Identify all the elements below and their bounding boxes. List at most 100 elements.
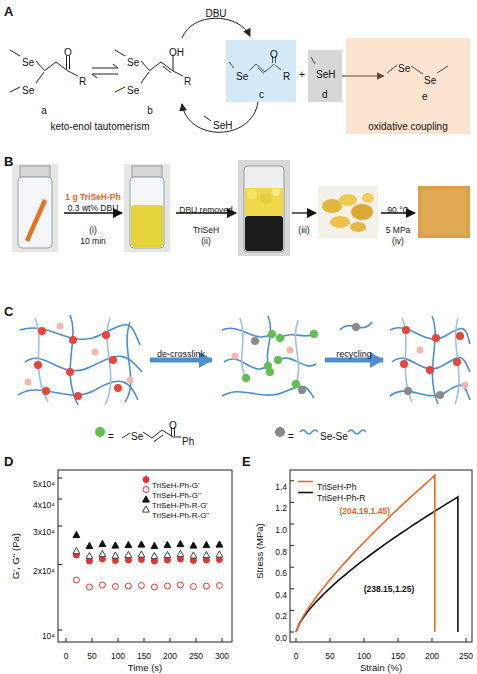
node-text: d (322, 89, 328, 100)
text-holder: 0.3 wt% DBU (68, 197, 119, 215)
data-curve (296, 475, 435, 632)
data-point (216, 583, 222, 589)
axis-tick: 0.6 (275, 569, 287, 578)
text-holder: 200 (163, 645, 177, 663)
data-point (164, 551, 171, 557)
network-strands (402, 318, 412, 402)
data-point (138, 541, 145, 547)
data-point (73, 577, 79, 583)
text-holder: Time (s) (128, 657, 162, 674)
text-holder: 100 (357, 645, 371, 663)
text-holder: (ii) (201, 230, 210, 248)
photo-vial-1 (25, 199, 47, 242)
text-holder: B (4, 152, 13, 170)
label: O (169, 420, 177, 431)
axis-tick: 5x10⁴ (33, 480, 55, 489)
text-holder: 1.2 (275, 497, 287, 515)
crosslink-dots (251, 337, 259, 345)
node-text: Se (424, 75, 436, 86)
label: Se (131, 431, 143, 442)
text-holder: SeH (213, 115, 232, 133)
crosslink-dots (274, 356, 282, 364)
network-strands (340, 322, 372, 330)
legend-marker (143, 477, 149, 483)
label: Se (127, 85, 139, 96)
photo-crumbs (350, 222, 366, 232)
photo-crumbs (339, 194, 357, 206)
chart-axes-d (58, 478, 222, 642)
crosslink-dots (268, 330, 276, 338)
legend-text: TriSeH-Ph-G' (152, 482, 199, 491)
axis-tick: 3x10⁴ (33, 528, 55, 537)
axis-tick: 300 (215, 652, 229, 661)
axis-tick: 0 (64, 652, 69, 661)
photo-vial-1 (12, 164, 58, 252)
step-note: 5 MPa (386, 226, 411, 235)
network-strands (278, 358, 316, 366)
text-holder: 0.0 (275, 627, 287, 645)
crosslink-dots (25, 323, 469, 401)
text-holder: 1.4 (275, 476, 287, 494)
photo-vial-2 (124, 164, 170, 252)
chem-bonds (204, 116, 211, 121)
text-holder: 10 min (80, 230, 106, 248)
text-holder: O (169, 415, 177, 433)
product-group: SeSee (384, 48, 462, 104)
crosslink-dots (66, 368, 74, 376)
text-holder: 0.8 (275, 541, 287, 559)
legend-text: TriSeH-Ph-R-G' (152, 502, 208, 511)
crosslink-dots (426, 366, 434, 374)
photo-vial-2 (132, 166, 162, 177)
reaction-arrows (92, 74, 118, 78)
data-point (138, 583, 144, 589)
axis-tick: 0.4 (275, 591, 287, 600)
node-text: e (422, 91, 428, 102)
text-holder: R (79, 71, 86, 89)
network-strands (18, 315, 470, 405)
legend-structures (95, 427, 105, 437)
data-point (73, 547, 80, 553)
text-holder: Se-Se (320, 426, 348, 444)
text-holder: 10⁴ (42, 625, 55, 643)
panel-letter: E (242, 455, 251, 469)
text-holder: 250 (459, 645, 473, 663)
text-holder: 250 (189, 645, 203, 663)
label: Ph (182, 436, 194, 447)
data-point (216, 551, 223, 557)
text-holder: SeH (316, 64, 335, 82)
crosslink-dots (310, 330, 318, 338)
crosslink-dots (462, 382, 469, 389)
reaction-arrows (92, 64, 118, 68)
network-strands (240, 318, 246, 378)
text-holder: 1 g TriSeH-Ph (65, 186, 120, 204)
crosslink-dots (102, 331, 110, 339)
data-point (190, 584, 196, 590)
text-holder: de-crosslink (157, 343, 205, 361)
legend-structures (275, 427, 285, 437)
crosslink-dots (114, 384, 122, 392)
text-holder: e (422, 86, 428, 104)
photo-vial-3 (260, 192, 272, 204)
axis-tick: 1.4 (275, 483, 287, 492)
photo-vial-3 (238, 160, 290, 256)
text-holder: 50 (87, 645, 96, 663)
crosslink-dots (251, 323, 444, 399)
network-strands (70, 315, 78, 405)
node-text: Se (398, 63, 410, 74)
text-holder: 0.2 (275, 605, 287, 623)
label: Se (127, 57, 139, 68)
text-holder: Se (127, 52, 139, 70)
network-strands (432, 316, 438, 404)
label: + (299, 69, 305, 80)
label: SeH (213, 120, 232, 131)
axis-tick: 0.2 (275, 612, 287, 621)
chart-axes-e (290, 481, 466, 642)
text-holder: 0.4 (275, 584, 287, 602)
data-point (151, 552, 158, 558)
crosslink-dots (25, 323, 469, 389)
step-number: (ii) (201, 237, 210, 246)
axis-tick: 0.0 (275, 634, 287, 643)
data-point (112, 552, 119, 558)
data-point (86, 552, 93, 558)
text-holder: oxidative coupling (368, 116, 448, 134)
